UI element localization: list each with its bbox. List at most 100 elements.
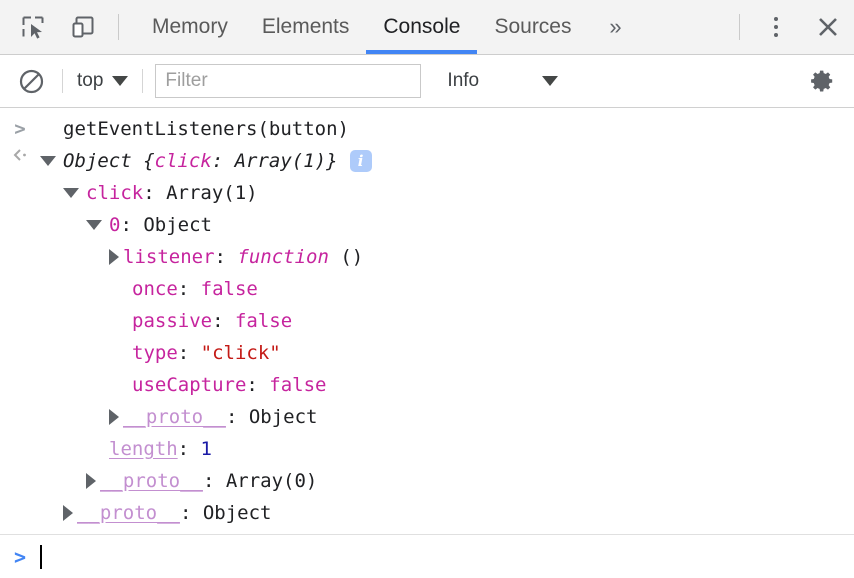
- disclosure-triangle-expanded-icon[interactable]: [86, 220, 102, 230]
- more-tabs-icon[interactable]: »: [609, 14, 622, 39]
- console-row-content: __proto__: Object: [109, 401, 317, 433]
- console-token: false: [234, 310, 293, 332]
- execution-context-selector[interactable]: top: [73, 70, 132, 92]
- tab-memory[interactable]: Memory: [135, 0, 245, 54]
- console-token: : Object: [179, 502, 272, 524]
- console-row: __proto__: Object: [0, 497, 854, 529]
- tabbar-right-actions: [729, 0, 854, 54]
- toolbar-divider-right: [739, 14, 740, 40]
- console-token: type: [132, 342, 178, 364]
- console-token: Object: [63, 150, 144, 172]
- tab-sources[interactable]: Sources: [477, 0, 588, 54]
- toolbar-divider: [118, 14, 119, 40]
- disclosure-triangle-expanded-icon[interactable]: [40, 156, 56, 166]
- console-filter-bar: top Info: [0, 55, 854, 108]
- console-row: passive: false: [0, 305, 854, 337]
- console-token: getEventListeners(button): [63, 118, 349, 140]
- disclosure-triangle-expanded-icon[interactable]: [63, 188, 79, 198]
- console-row: useCapture: false: [0, 369, 854, 401]
- tab-console[interactable]: Console: [366, 0, 478, 54]
- more-options-icon[interactable]: [750, 0, 802, 54]
- console-row: > getEventListeners(button): [0, 113, 854, 145]
- console-token: once: [132, 278, 178, 300]
- console-row-content: passive: false: [109, 305, 292, 337]
- prompt-text-cursor: [40, 544, 42, 569]
- console-token: click: [154, 150, 212, 172]
- tab-memory-label: Memory: [152, 15, 228, 38]
- console-token: : Array(0): [202, 470, 318, 492]
- console-row-content: getEventListeners(button): [40, 113, 349, 145]
- inspect-element-icon[interactable]: [8, 0, 58, 54]
- console-row-content: 0: Object: [86, 209, 212, 241]
- clear-console-icon[interactable]: [10, 68, 52, 95]
- input-chevron-icon: >: [14, 118, 26, 140]
- disclosure-triangle-collapsed-icon[interactable]: [109, 249, 119, 265]
- console-token: listener: [123, 246, 215, 268]
- console-token: :: [214, 246, 238, 268]
- console-row: once: false: [0, 273, 854, 305]
- console-row-content: listener: function (): [109, 241, 363, 273]
- console-token: :: [177, 278, 201, 300]
- console-token: length: [109, 438, 178, 460]
- console-prompt-bar[interactable]: >: [0, 534, 854, 578]
- prompt-chevron-icon: >: [13, 544, 27, 569]
- console-row-content: Object {click: Array(1)} i: [40, 145, 372, 177]
- console-row: __proto__: Object: [0, 401, 854, 433]
- devtools-tabbar: Memory Elements Console Sources »: [0, 0, 854, 55]
- console-row-content: useCapture: false: [109, 369, 326, 401]
- console-row: 0: Object: [0, 209, 854, 241]
- console-token: "click": [200, 342, 281, 364]
- tab-sources-label: Sources: [494, 15, 572, 38]
- console-token: :: [212, 310, 235, 332]
- console-row-content: __proto__: Object: [63, 497, 271, 529]
- console-token: click: [86, 182, 144, 204]
- console-output[interactable]: >getEventListeners(button)Object {click:…: [0, 108, 854, 534]
- disclosure-triangle-collapsed-icon[interactable]: [86, 473, 96, 489]
- console-token: : Object: [120, 214, 212, 236]
- tab-elements[interactable]: Elements: [245, 0, 367, 54]
- console-token: __proto__: [77, 502, 180, 524]
- console-token: false: [200, 278, 258, 300]
- execution-context-label: top: [77, 70, 104, 91]
- output-chevron-icon: [0, 145, 40, 165]
- panel-tabs: Memory Elements Console Sources: [135, 0, 589, 54]
- disclosure-triangle-collapsed-icon[interactable]: [109, 409, 119, 425]
- console-token: :: [177, 438, 201, 460]
- info-badge-icon[interactable]: i: [349, 150, 372, 172]
- filter-input[interactable]: [155, 64, 422, 98]
- tab-console-label: Console: [383, 15, 461, 38]
- console-row-content: type: "click": [109, 337, 281, 369]
- console-token: __proto__: [123, 406, 226, 428]
- console-row-content: once: false: [109, 273, 258, 305]
- console-token: :: [177, 342, 201, 364]
- console-token: passive: [132, 310, 213, 332]
- close-icon[interactable]: [802, 0, 854, 54]
- chevron-down-icon: [112, 76, 129, 86]
- console-row: type: "click": [0, 337, 854, 369]
- console-token: function: [237, 246, 329, 268]
- kebab-dots: [774, 17, 778, 37]
- console-row: __proto__: Array(0): [0, 465, 854, 497]
- console-token: false: [269, 374, 327, 396]
- console-token: (): [328, 246, 364, 268]
- console-row: click: Array(1): [0, 177, 854, 209]
- log-level-selector[interactable]: Info: [447, 70, 559, 92]
- console-token: : Array(1)}: [211, 150, 338, 172]
- console-row-content: click: Array(1): [63, 177, 258, 209]
- console-row: listener: function (): [0, 241, 854, 273]
- console-token: {: [143, 150, 155, 172]
- console-token: : Object: [225, 406, 318, 428]
- chevron-down-icon-level: [542, 76, 559, 86]
- log-level-label: Info: [447, 70, 480, 91]
- console-row-content: length: 1: [86, 433, 212, 465]
- console-row-content: __proto__: Array(0): [86, 465, 317, 497]
- console-token: 0: [109, 214, 121, 236]
- device-toolbar-icon[interactable]: [58, 0, 108, 54]
- console-token: : Array(1): [143, 182, 258, 204]
- console-token: __proto__: [100, 470, 203, 492]
- console-row: Object {click: Array(1)} i: [0, 145, 854, 177]
- console-token: 1: [200, 438, 212, 460]
- disclosure-triangle-collapsed-icon[interactable]: [63, 505, 73, 521]
- gear-icon[interactable]: [802, 67, 842, 95]
